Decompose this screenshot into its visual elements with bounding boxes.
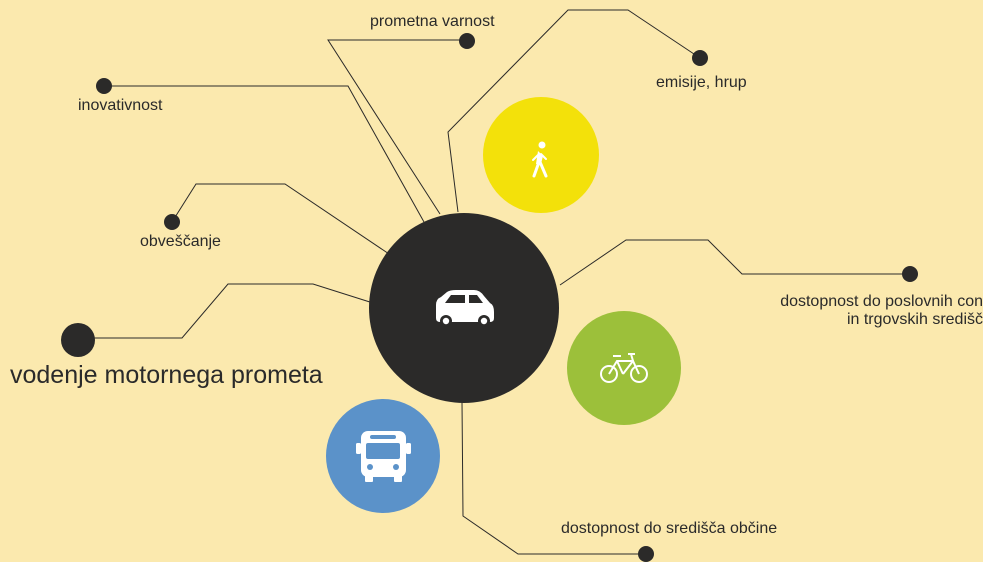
node-dot-informing — [164, 214, 180, 230]
node-dot-traffic-safety — [459, 33, 475, 49]
label-business-access-line2: in trgovskih središč — [846, 311, 983, 328]
connector-center-access — [461, 401, 646, 555]
label-center-access: dostopnost do središča občine — [561, 520, 778, 537]
car-icon — [436, 290, 494, 327]
connector-innovation — [104, 85, 425, 223]
label-informing: obveščanje — [140, 233, 221, 250]
bike-circle — [567, 311, 681, 425]
connector-main-topic — [78, 283, 374, 339]
connector-business-access — [559, 239, 910, 286]
label-business-access: dostopnost do poslovnih con in trgovskih… — [780, 293, 983, 329]
label-innovation: inovativnost — [78, 97, 163, 114]
label-emissions: emisije, hrup — [656, 74, 747, 91]
node-dot-main-topic — [61, 323, 95, 357]
pedestrian-icon — [532, 141, 548, 178]
node-dot-innovation — [96, 78, 112, 94]
connector-emissions — [447, 9, 701, 213]
node-dot-emissions — [692, 50, 708, 66]
label-business-access-line1: dostopnost do poslovnih con — [780, 293, 983, 310]
label-main-topic: vodenje motornega prometa — [10, 361, 323, 389]
bus-icon — [356, 431, 411, 482]
node-dot-center-access — [638, 546, 654, 562]
node-dot-business-access — [902, 266, 918, 282]
connector-traffic-safety — [327, 39, 467, 215]
label-traffic-safety: prometna varnost — [370, 13, 495, 30]
bicycle-icon — [600, 353, 648, 383]
connector-informing — [171, 183, 399, 261]
